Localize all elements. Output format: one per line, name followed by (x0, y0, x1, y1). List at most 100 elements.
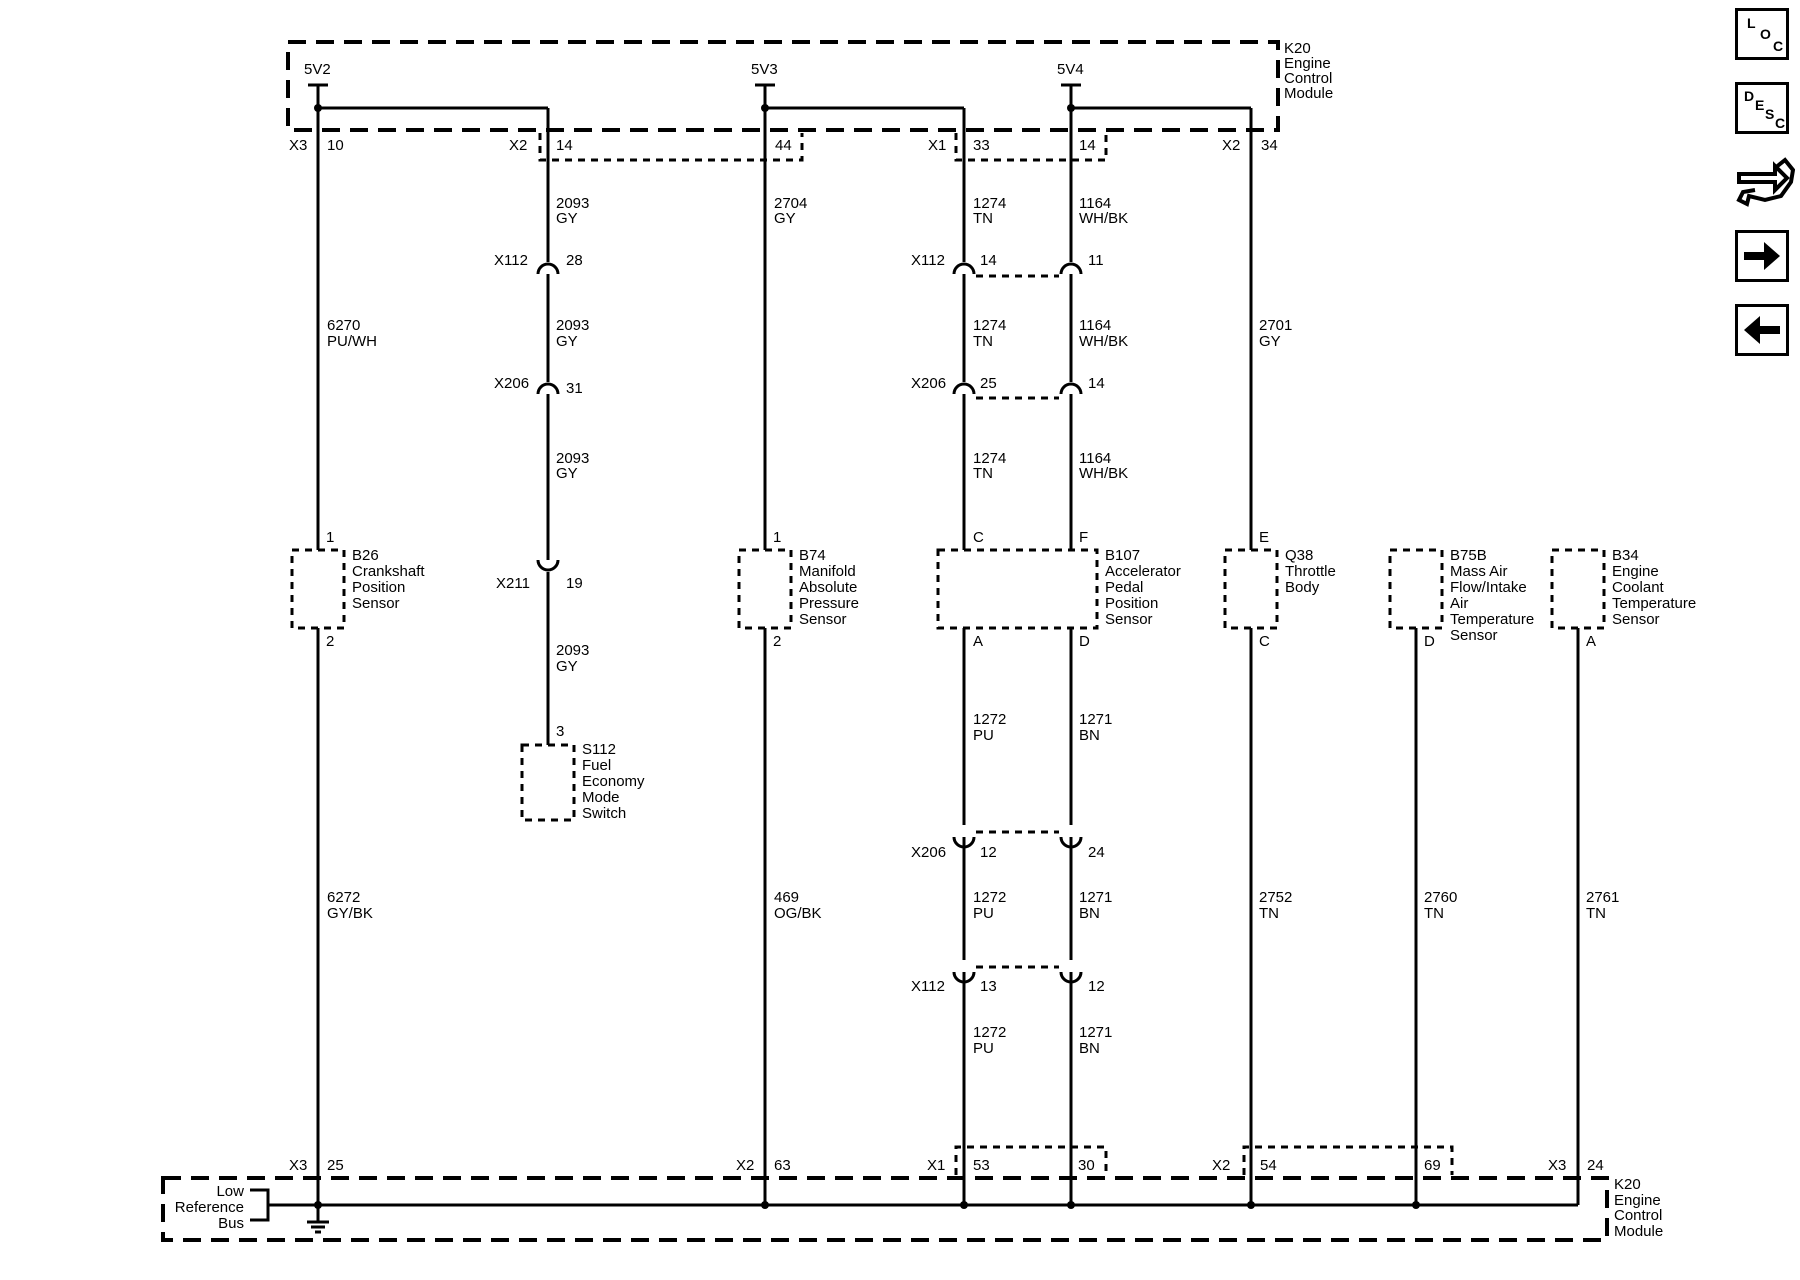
diagram-label-wire_labels-18-color: BN (1079, 905, 1100, 922)
diagram-label-wire_labels-6-color: GY (774, 210, 796, 227)
wire-segment (316, 85, 548, 110)
diagram-label-components-4-id: Q38 (1285, 547, 1313, 564)
supply-5v2: 5V2 (304, 61, 331, 78)
diagram-label-inline_connectors-4-pins-0: 25 (980, 375, 997, 392)
diagram-label-wire_labels-22-color: TN (1424, 905, 1444, 922)
wire-segment (520, 743, 576, 822)
diagram-label-wire_labels-21-color: TN (1259, 905, 1279, 922)
diagram-label-inline_connectors-0-pins-0: 28 (566, 252, 583, 269)
diagram-label-components-4-pins-0: E (1259, 529, 1269, 546)
diagram-label-bottom_pins-4-pin: 54 (1260, 1157, 1277, 1174)
diagram-label-wire_labels-15-color: PU (973, 905, 994, 922)
bottom-pin-labels: X3 25 X2 63 X1 53 30 X2 54 69 X3 24 (289, 1157, 1604, 1174)
module-desc-3: Module (1284, 85, 1333, 102)
diagram-label-components-6-lines-2: Temperature (1612, 595, 1696, 612)
module-desc-1: Engine (1284, 55, 1331, 72)
bus-dots (314, 1201, 1420, 1209)
diagram-label-inline_connectors-6-name: X112 (911, 978, 945, 995)
diagram-label-wire_labels-3-color: GY (556, 333, 578, 350)
diagram-label-components-3-pins-0: C (973, 529, 984, 546)
diagram-label-components-6-pins-0: A (1586, 633, 1596, 650)
component-b74: 1 2 B74 Manifold Absolute Pressure Senso… (773, 529, 859, 650)
low-reference-bus-label: Low Reference Bus (175, 1183, 244, 1232)
next-button[interactable] (1735, 230, 1789, 282)
inline-connector-symbols (536, 262, 1083, 984)
diagram-label-components-6-lines-3: Sensor (1612, 611, 1660, 628)
diagram-label-components-2-lines-3: Sensor (799, 611, 847, 628)
diagram-label-wire_labels-18-circuit: 1271 (1079, 889, 1112, 906)
nav-toolbar: L O C D E S C (1735, 8, 1795, 378)
wire-segment (954, 1145, 1108, 1175)
diagram-label-components-1-lines-0: Fuel (582, 757, 611, 774)
diagram-label-components-5-id: B75B (1450, 547, 1487, 564)
diagram-label-inline_connectors-6-pins-1: 12 (1088, 978, 1105, 995)
supply-5v3: 5V3 (751, 61, 778, 78)
wire-segment (1223, 548, 1279, 630)
wire-labels: 6270 PU/WH 6272 GY/BK 2093 GY 2093 GY 20… (327, 195, 1619, 1057)
component-q38: E C Q38 Throttle Body (1259, 529, 1336, 650)
diagram-label-components-3-pins-2: A (973, 633, 983, 650)
diagram-label-components-6-lines-1: Coolant (1612, 579, 1665, 596)
wire-segment (286, 40, 1280, 132)
supply-5v4: 5V4 (1057, 61, 1084, 78)
diagram-label-inline_connectors-4-name: X206 (911, 375, 946, 392)
diagram-label-wire_labels-4-circuit: 2093 (556, 450, 589, 467)
diagram-label-top_pins-1-pin: 14 (556, 137, 573, 154)
diagram-label-wire_labels-22-circuit: 2760 (1424, 889, 1457, 906)
diagram-label-wire_labels-1-circuit: 6272 (327, 889, 360, 906)
diagram-label-components-2-lines-2: Pressure (799, 595, 859, 612)
diagram-label-top_pins-0-pin: 10 (327, 137, 344, 154)
diagram-label-top_pins-3-pin: 33 (973, 137, 990, 154)
diagram-label-wire_labels-4-color: GY (556, 465, 578, 482)
diagram-label-wire_labels-0-circuit: 6270 (327, 317, 360, 334)
diagram-label-wire_labels-9-color: TN (973, 333, 993, 350)
module-name-bottom: K20 (1614, 1176, 1641, 1193)
arrow-left-icon (1744, 316, 1780, 344)
wire-segment (1242, 1145, 1454, 1175)
module-desc-bottom-2: Control (1614, 1207, 1662, 1224)
diagram-label-bottom_pins-6-pin: 24 (1587, 1157, 1604, 1174)
diagram-label-components-4-pins-1: C (1259, 633, 1270, 650)
wire-segment (952, 262, 976, 275)
junction-dot (1412, 1201, 1420, 1209)
component-s112: 3 S112 Fuel Economy Mode Switch (556, 723, 645, 822)
diagram-label-wire_labels-23-circuit: 2761 (1586, 889, 1619, 906)
connector-end-view-button[interactable] (1735, 156, 1795, 208)
diagram-label-wire_labels-10-circuit: 1274 (973, 450, 1006, 467)
diagram-label-bottom_pins-4-conn: X2 (1212, 1157, 1230, 1174)
diagram-label-components-2-id: B74 (799, 547, 826, 564)
junction-dot (314, 1201, 322, 1209)
diagram-label-inline_connectors-4-pins-1: 14 (1088, 375, 1105, 392)
diagram-label-top_pins-3-conn: X1 (928, 137, 946, 154)
wire-segment (1059, 971, 1083, 984)
diagram-label-wire_labels-11-color: WH/BK (1079, 210, 1128, 227)
diagram-label-wire_labels-1-color: GY/BK (327, 905, 373, 922)
junction-dot (1067, 1201, 1075, 1209)
diagram-label-inline_connectors-6-pins-0: 13 (980, 978, 997, 995)
diagram-label-wire_labels-10-color: TN (973, 465, 993, 482)
previous-button[interactable] (1735, 304, 1789, 356)
diagram-label-wire_labels-15-circuit: 1272 (973, 889, 1006, 906)
wire-segment (536, 382, 560, 395)
diagram-label-components-3-id: B107 (1105, 547, 1140, 564)
component-b26: 1 2 B26 Crankshaft Position Sensor (326, 529, 425, 650)
description-button[interactable]: D E S C (1735, 82, 1789, 134)
diagram-label-components-0-lines-2: Sensor (352, 595, 400, 612)
wire-segment (763, 85, 964, 110)
wire-segment (952, 836, 976, 849)
module-desc-bottom-3: Module (1614, 1223, 1663, 1240)
diagram-label-components-6-id: B34 (1612, 547, 1639, 564)
diagram-label-wire_labels-7-color: OG/BK (774, 905, 822, 922)
wire-segment (290, 548, 346, 630)
diagram-label-top_pins-0-conn: X3 (289, 137, 307, 154)
wire-segment (1550, 548, 1606, 630)
diagram-label-wire_labels-19-color: BN (1079, 1040, 1100, 1057)
junction-dot (960, 1201, 968, 1209)
connector-groupings (538, 133, 1454, 1175)
connector-icon (1736, 157, 1795, 207)
location-button[interactable]: L O C (1735, 8, 1789, 60)
diagram-label-wire_labels-5-circuit: 2093 (556, 642, 589, 659)
diagram-label-components-1-pins-0: 3 (556, 723, 564, 740)
diagram-label-low_ref_bus-0: Low (216, 1183, 244, 1200)
